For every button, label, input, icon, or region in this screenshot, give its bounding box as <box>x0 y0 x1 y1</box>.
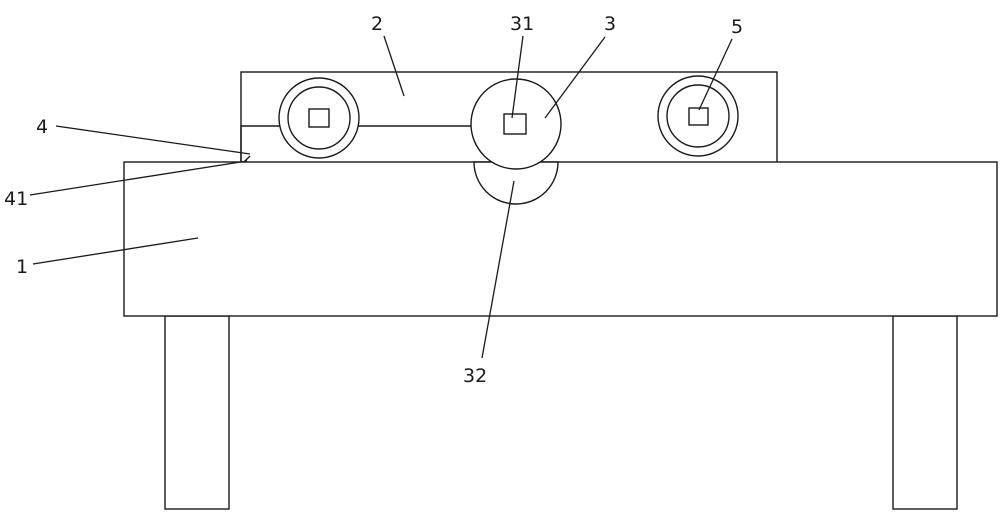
leader-32 <box>481 180 515 359</box>
leader-41 <box>29 160 248 196</box>
leader-5 <box>698 38 733 111</box>
left-roller <box>278 77 360 159</box>
label-31: 31 <box>510 13 534 35</box>
leader-3 <box>544 36 606 119</box>
label-3: 3 <box>604 13 616 35</box>
guide-plate <box>240 125 476 162</box>
leader-2 <box>383 35 405 97</box>
right-roller <box>657 75 739 157</box>
label-1: 1 <box>16 256 28 278</box>
main-roller-hub <box>503 113 527 135</box>
label-4: 4 <box>36 116 48 138</box>
leader-4 <box>55 125 251 155</box>
main-roller <box>470 78 562 170</box>
label-41: 41 <box>4 188 28 210</box>
label-2: 2 <box>371 13 383 35</box>
main-roller-base <box>473 161 559 205</box>
label-32: 32 <box>463 365 487 387</box>
label-5: 5 <box>731 16 743 38</box>
left-leg <box>164 315 230 510</box>
leader-1 <box>32 237 199 265</box>
right-leg <box>892 315 958 510</box>
leader-31 <box>511 35 524 119</box>
table-body <box>123 161 998 317</box>
